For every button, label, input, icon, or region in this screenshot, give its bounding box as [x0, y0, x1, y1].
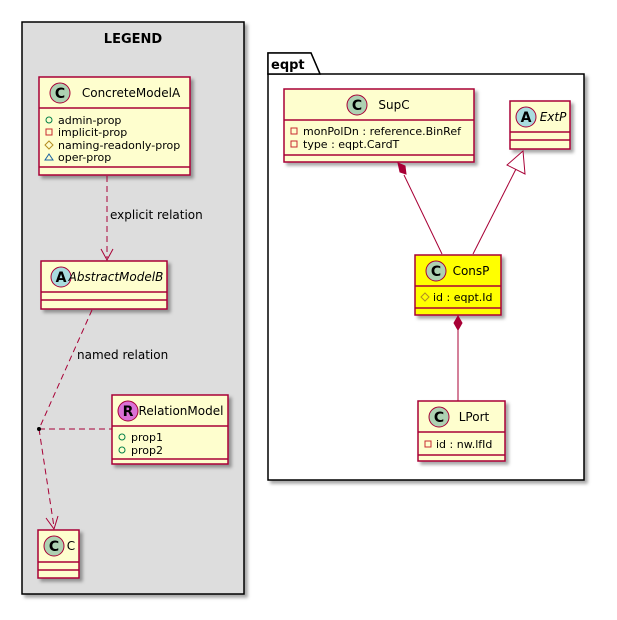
class-badge-icon: [346, 94, 368, 116]
protected-visibility-icon: [420, 292, 430, 302]
property: naming-readonly-prop: [58, 139, 180, 152]
composition-consp-lport: [453, 314, 463, 401]
public-visibility-icon: [45, 116, 53, 124]
consp-class[interactable]: C ConsP id : eqpt.Id: [414, 254, 502, 316]
class-badge-icon: [43, 535, 65, 557]
abstract-model-b-class[interactable]: A AbstractModelB: [40, 260, 168, 310]
composition-diamond-icon: [397, 162, 407, 175]
public-visibility-icon: [118, 433, 126, 441]
property: oper-prop: [58, 151, 111, 164]
legend-title: LEGEND: [104, 32, 163, 47]
named-relation-edge: named relation: [37, 309, 168, 531]
explicit-relation-label: explicit relation: [110, 208, 203, 222]
property: admin-prop: [58, 114, 121, 127]
class-name: RelationModel: [139, 404, 224, 418]
class-name: ConcreteModelA: [82, 86, 181, 100]
supc-class[interactable]: C SupC monPolDn : reference.BinRef type …: [283, 88, 475, 163]
abstract-badge-icon: [50, 266, 72, 288]
class-name: SupC: [378, 98, 409, 112]
extp-class[interactable]: A ExtP: [509, 100, 571, 150]
explicit-relation-edge: explicit relation: [100, 176, 203, 262]
named-relation-label: named relation: [77, 348, 168, 362]
property: prop2: [131, 444, 163, 457]
property: implicit-prop: [58, 126, 127, 139]
relation-model-class[interactable]: R RelationModel prop1 prop2: [111, 394, 229, 465]
svg-text:R: R: [123, 404, 134, 420]
public-visibility-icon: [118, 446, 126, 454]
c-class[interactable]: C C: [37, 529, 80, 579]
class-name: LPort: [459, 410, 490, 424]
property: id : eqpt.Id: [433, 291, 493, 304]
class-badge-icon: [49, 82, 71, 104]
protected-visibility-icon: [44, 140, 54, 150]
property: type : eqpt.CardT: [303, 138, 400, 151]
svg-text:C: C: [49, 539, 59, 555]
property: id : nw.lfId: [436, 438, 492, 451]
class-name: AbstractModelB: [68, 270, 164, 284]
concrete-model-a-class[interactable]: C ConcreteModelA admin-prop implicit-pro…: [38, 76, 191, 176]
abstract-badge-icon: [515, 106, 537, 128]
composition-supc-consp: [397, 162, 443, 255]
private-visibility-icon: [424, 440, 432, 448]
svg-text:C: C: [434, 410, 444, 426]
svg-text:A: A: [521, 110, 532, 126]
package-visibility-icon: [44, 153, 54, 161]
class-badge-icon: [428, 406, 450, 428]
property: monPolDn : reference.BinRef: [303, 125, 462, 138]
association-point: [37, 427, 41, 431]
svg-text:C: C: [431, 264, 441, 280]
svg-text:C: C: [55, 86, 65, 102]
class-badge-icon: [425, 260, 447, 282]
class-name: ExtP: [540, 110, 567, 124]
lport-class[interactable]: C LPort id : nw.lfId: [417, 400, 506, 462]
package-name: eqpt: [271, 58, 305, 73]
class-name: ConsP: [453, 264, 490, 278]
composition-diamond-icon: [453, 314, 463, 332]
private-visibility-icon: [290, 140, 298, 148]
class-name: C: [67, 539, 75, 553]
relation-badge-icon: [117, 400, 139, 422]
svg-text:A: A: [56, 270, 67, 286]
package-eqpt: eqpt C SupC monPolDn : reference.BinRef …: [267, 52, 585, 481]
property: prop1: [131, 431, 163, 444]
private-visibility-icon: [290, 127, 298, 135]
inheritance-arrow-icon: [506, 149, 526, 175]
svg-text:C: C: [352, 98, 362, 114]
private-visibility-icon: [45, 128, 53, 136]
legend-panel: LEGEND C ConcreteModelA admin-prop impli…: [21, 21, 245, 595]
generalization-consp-extp: [472, 149, 526, 255]
